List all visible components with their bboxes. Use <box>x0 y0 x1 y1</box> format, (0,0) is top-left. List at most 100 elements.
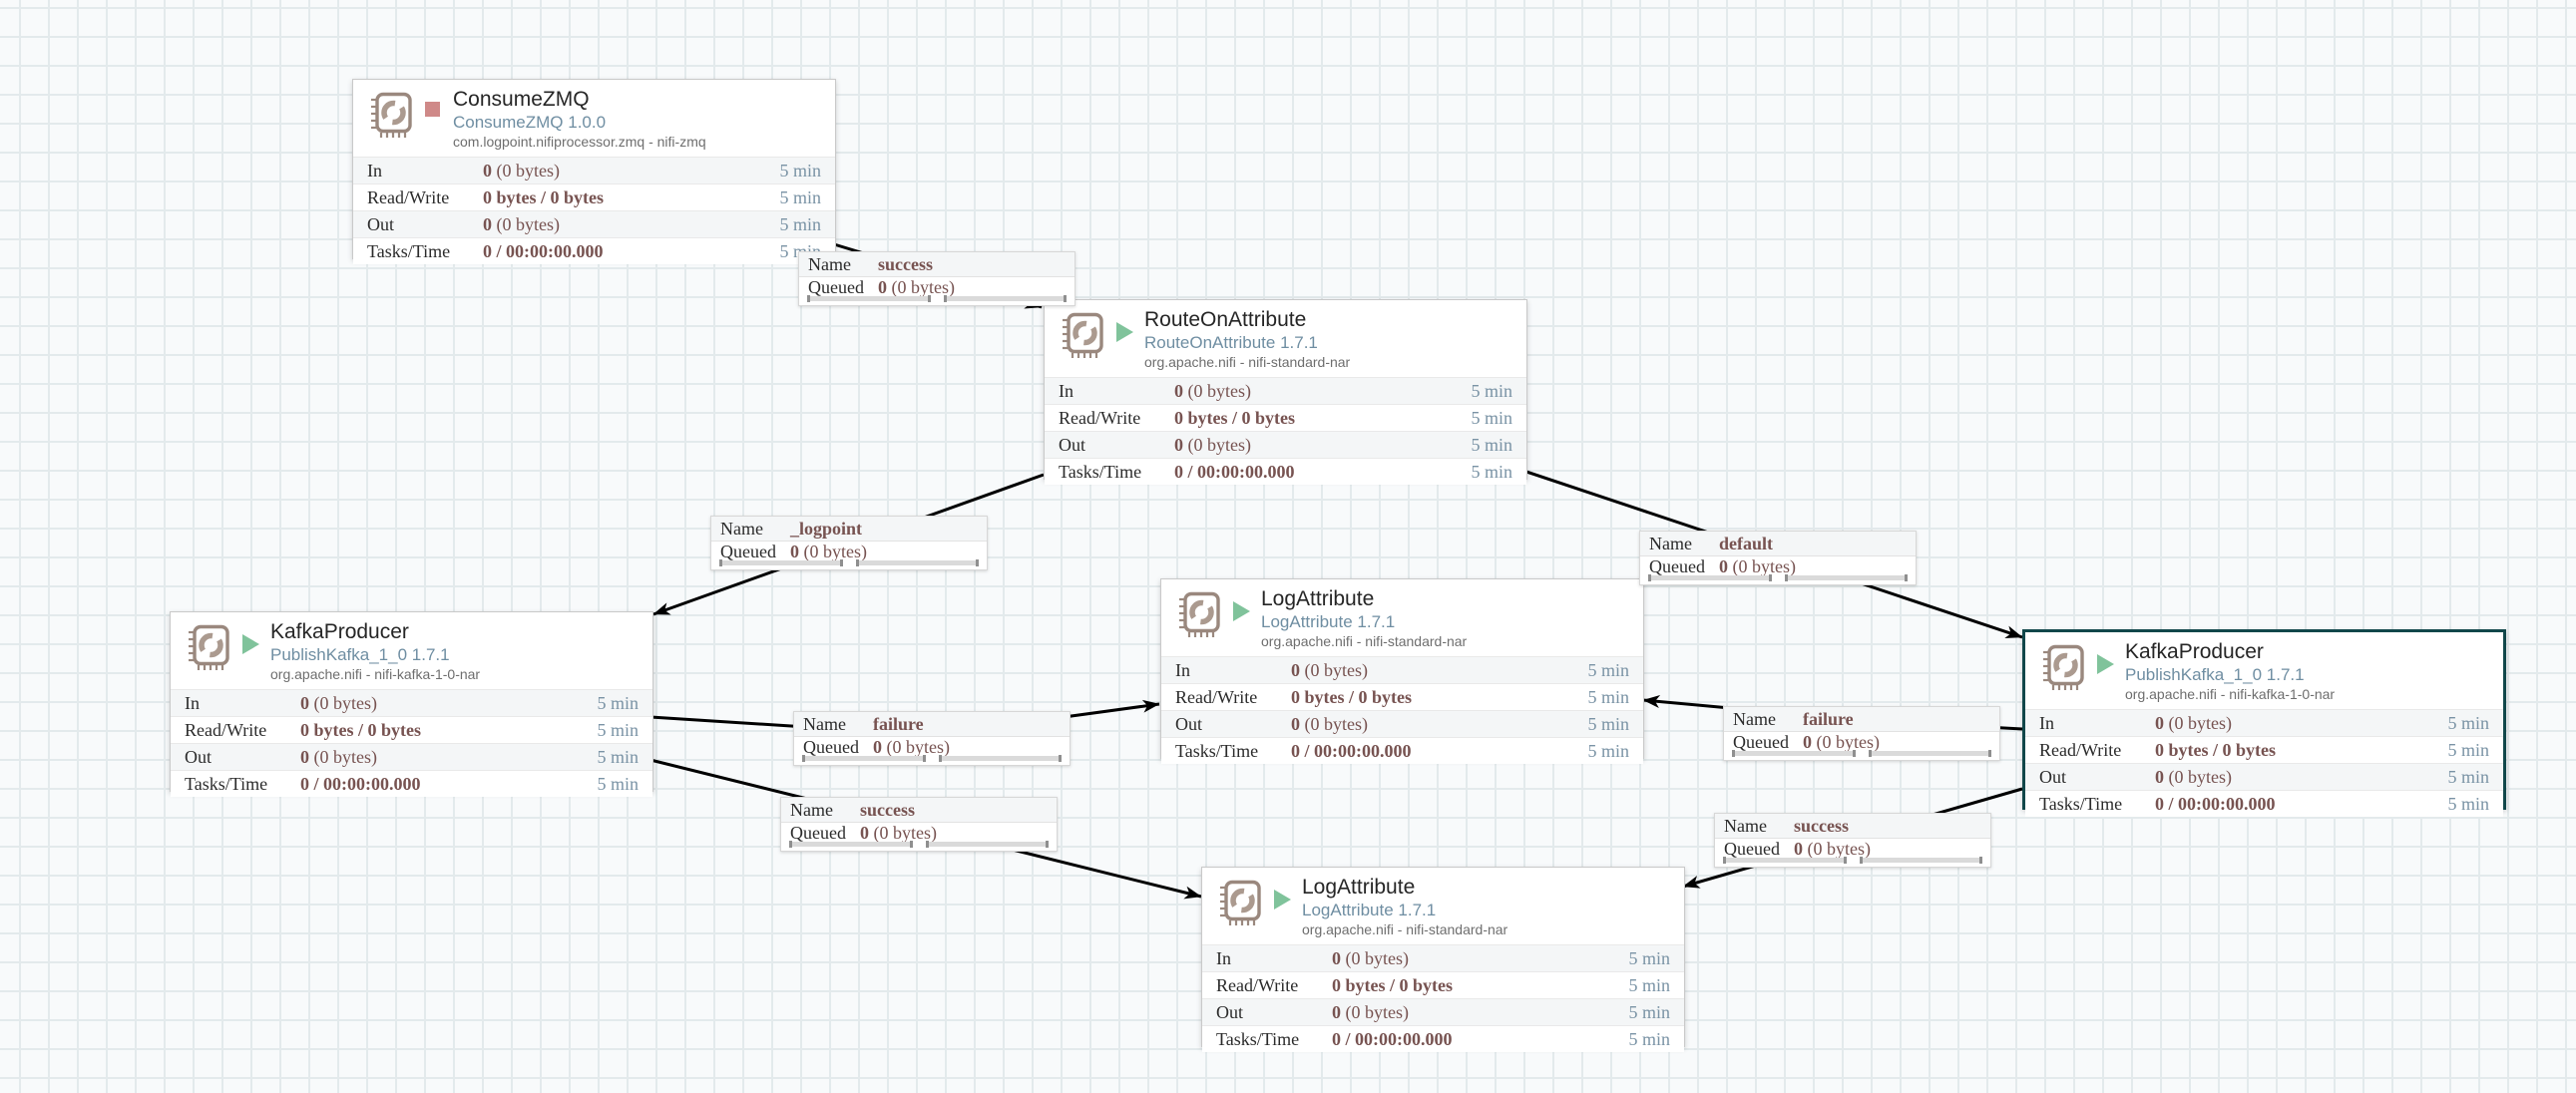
stat-time-window: 5 min <box>597 746 639 767</box>
connection-label-failure[interactable]: Name failure Queued 0 (0 bytes) <box>793 711 1071 766</box>
stat-label: Read/Write <box>367 186 450 207</box>
stat-row: Out 0 (0 bytes) 5 min <box>1161 710 1643 737</box>
running-icon <box>242 634 259 654</box>
stat-value: 0 / 00:00:00.000 <box>300 773 421 794</box>
stat-time-window: 5 min <box>1628 947 1670 968</box>
processor-header: KafkaProducer PublishKafka_1_0 1.7.1 org… <box>171 612 652 689</box>
queued-size-bar <box>1868 750 1991 757</box>
stat-time-window: 5 min <box>779 213 821 234</box>
stat-row: Read/Write 0 bytes / 0 bytes 5 min <box>1045 404 1526 431</box>
refresh-swirl-icon <box>199 632 223 658</box>
processor-type: PublishKafka_1_0 1.7.1 <box>2125 665 2305 684</box>
processor-node-routeonattribute[interactable]: RouteOnAttribute RouteOnAttribute 1.7.1 … <box>1044 299 1527 485</box>
stat-value: 0 / 00:00:00.000 <box>483 240 604 261</box>
connection-queued-value: 0 (0 bytes) <box>1803 732 1880 752</box>
queued-size-bar <box>1784 574 1908 581</box>
connection-name-value: _logpoint <box>790 518 863 539</box>
connection-name-key: Name <box>720 518 763 539</box>
stat-row: Out 0 (0 bytes) 5 min <box>1202 998 1684 1025</box>
queue-progress-bars <box>1723 857 1982 864</box>
processor-type: LogAttribute 1.7.1 <box>1261 612 1396 631</box>
processor-stats-table: In 0 (0 bytes) 5 min Read/Write 0 bytes … <box>1045 377 1526 485</box>
processor-header: LogAttribute LogAttribute 1.7.1 org.apac… <box>1202 868 1684 944</box>
stat-label: In <box>1059 380 1073 401</box>
processor-header: ConsumeZMQ ConsumeZMQ 1.0.0 com.logpoint… <box>353 80 835 157</box>
connection-name-value: success <box>860 799 915 820</box>
stat-row: Tasks/Time 0 / 00:00:00.000 5 min <box>171 770 652 797</box>
processor-stats-table: In 0 (0 bytes) 5 min Read/Write 0 bytes … <box>171 689 652 797</box>
stat-row: Read/Write 0 bytes / 0 bytes 5 min <box>171 716 652 743</box>
connection-queued-key: Queued <box>803 737 859 757</box>
stat-time-window: 5 min <box>1471 407 1512 428</box>
processor-bundle: org.apache.nifi - nifi-kafka-1-0-nar <box>270 666 481 682</box>
refresh-swirl-icon <box>1073 320 1097 346</box>
stat-label: In <box>367 160 382 181</box>
connection-label-failure[interactable]: Name failure Queued 0 (0 bytes) <box>1723 706 2000 761</box>
stat-value: 0 bytes / 0 bytes <box>1332 974 1453 995</box>
processor-node-logattribute-middle[interactable]: LogAttribute LogAttribute 1.7.1 org.apac… <box>1160 578 1644 764</box>
stat-value: 0 / 00:00:00.000 <box>1291 740 1412 761</box>
stat-time-window: 5 min <box>779 160 821 181</box>
processor-stats-table: In 0 (0 bytes) 5 min Read/Write 0 bytes … <box>1161 656 1643 764</box>
processor-stats-table: In 0 (0 bytes) 5 min Read/Write 0 bytes … <box>1202 944 1684 1052</box>
queued-count-bar <box>719 559 843 566</box>
connection-name-value: success <box>1794 815 1849 836</box>
connection-queued-key: Queued <box>808 277 864 297</box>
processor-stats-table: In 0 (0 bytes) 5 min Read/Write 0 bytes … <box>2025 709 2503 817</box>
queued-count-bar <box>1732 750 1856 757</box>
stat-time-window: 5 min <box>1628 1028 1670 1049</box>
stat-row: Read/Write 0 bytes / 0 bytes 5 min <box>1161 683 1643 710</box>
connection-queued-value: 0 (0 bytes) <box>1794 839 1871 859</box>
stat-value: 0 (0 bytes) <box>2155 766 2232 787</box>
connection-label-default[interactable]: Name default Queued 0 (0 bytes) <box>1639 531 1917 585</box>
processor-type: PublishKafka_1_0 1.7.1 <box>270 645 450 664</box>
connection-label-success[interactable]: Name success Queued 0 (0 bytes) <box>1714 813 1991 868</box>
connection-label-success[interactable]: Name success Queued 0 (0 bytes) <box>780 797 1058 852</box>
connection-queued-value: 0 (0 bytes) <box>1719 556 1796 576</box>
queued-size-bar <box>943 295 1067 302</box>
connection-queued-value: 0 (0 bytes) <box>790 542 867 561</box>
processor-type: LogAttribute 1.7.1 <box>1302 901 1437 919</box>
queue-progress-bars <box>719 559 979 566</box>
processor-title: ConsumeZMQ <box>453 88 590 111</box>
connection-queued-key: Queued <box>1724 839 1780 859</box>
connection-name-key: Name <box>790 799 833 820</box>
processor-title: KafkaProducer <box>2125 640 2264 663</box>
processor-bundle: com.logpoint.nifiprocessor.zmq - nifi-zm… <box>453 134 706 150</box>
stat-time-window: 5 min <box>597 719 639 740</box>
processor-bundle: org.apache.nifi - nifi-standard-nar <box>1302 921 1508 937</box>
processor-node-kafkaproducer-left[interactable]: KafkaProducer PublishKafka_1_0 1.7.1 org… <box>170 611 653 797</box>
stat-row: Out 0 (0 bytes) 5 min <box>171 743 652 770</box>
processor-title: RouteOnAttribute <box>1144 308 1307 331</box>
stat-row: Read/Write 0 bytes / 0 bytes 5 min <box>353 183 835 210</box>
connection-queued-key: Queued <box>720 542 776 561</box>
stat-value: 0 (0 bytes) <box>1332 947 1409 968</box>
stat-time-window: 5 min <box>1628 1001 1670 1022</box>
connection-name-key: Name <box>808 253 851 274</box>
connection-queued-key: Queued <box>1649 556 1705 576</box>
stat-time-window: 5 min <box>597 692 639 713</box>
processor-title: KafkaProducer <box>270 620 409 643</box>
connection-queued-value: 0 (0 bytes) <box>873 737 950 757</box>
processor-node-kafkaproducer-right[interactable]: KafkaProducer PublishKafka_1_0 1.7.1 org… <box>2022 629 2506 817</box>
processor-stamp-icon <box>1220 880 1261 925</box>
stopped-icon <box>425 102 440 117</box>
stat-time-window: 5 min <box>1587 686 1629 707</box>
stat-value: 0 bytes / 0 bytes <box>1174 407 1295 428</box>
processor-stamp-icon <box>189 624 229 670</box>
stat-row: Tasks/Time 0 / 00:00:00.000 5 min <box>1161 737 1643 764</box>
queued-count-bar <box>1648 574 1772 581</box>
processor-node-logattribute-bottom[interactable]: LogAttribute LogAttribute 1.7.1 org.apac… <box>1201 867 1685 1052</box>
stat-time-window: 5 min <box>2447 766 2489 787</box>
connection-label-success[interactable]: Name success Queued 0 (0 bytes) <box>798 251 1075 306</box>
connection-label-_logpoint[interactable]: Name _logpoint Queued 0 (0 bytes) <box>710 516 988 570</box>
stat-row: In 0 (0 bytes) 5 min <box>2025 709 2503 736</box>
processor-node-consumezmq[interactable]: ConsumeZMQ ConsumeZMQ 1.0.0 com.logpoint… <box>352 79 836 264</box>
connection-name-key: Name <box>1733 708 1776 729</box>
queued-count-bar <box>789 841 913 848</box>
stat-label: Tasks/Time <box>1059 461 1142 482</box>
queue-progress-bars <box>807 295 1067 302</box>
stat-value: 0 bytes / 0 bytes <box>300 719 421 740</box>
queued-size-bar <box>938 755 1062 762</box>
